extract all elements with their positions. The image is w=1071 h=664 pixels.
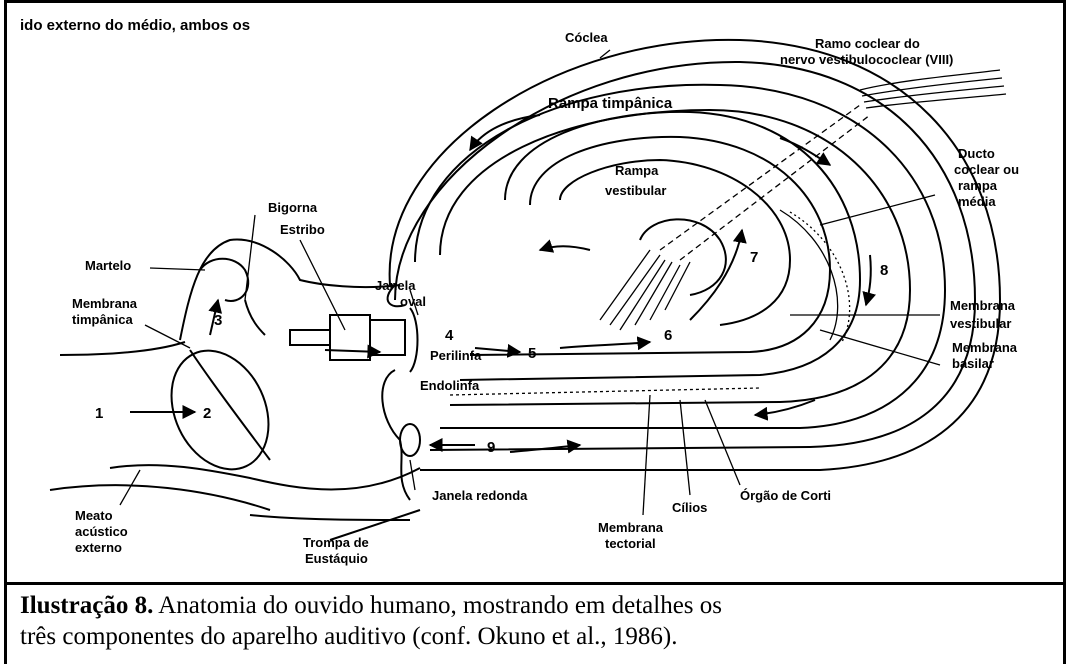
label-membrana-tectorial-2: tectorial <box>605 536 656 551</box>
label-estribo: Estribo <box>280 222 325 237</box>
label-janela-redonda: Janela redonda <box>432 488 528 503</box>
label-membrana-vestibular-1: Membrana <box>950 298 1016 313</box>
label-ducto-3: rampa <box>958 178 998 193</box>
step-number-6: 6 <box>664 327 672 344</box>
label-janela-oval-1: Janela <box>375 278 416 293</box>
cochlea-spiral <box>390 40 1000 470</box>
ear-structures <box>50 240 420 540</box>
label-membrana-tectorial-1: Membrana <box>598 520 664 535</box>
label-ducto-1: Ducto <box>958 146 995 161</box>
label-ducto-4: média <box>958 194 996 209</box>
cut-off-text: ido externo do médio, ambos os <box>20 17 250 34</box>
label-endolinfa: Endolinfa <box>420 378 480 393</box>
step-number-5: 5 <box>528 345 536 362</box>
label-meato-2: acústico <box>75 524 128 539</box>
label-trompa-1: Trompa de <box>303 535 369 550</box>
caption-line-1: Ilustração 8. Anatomia do ouvido humano,… <box>20 590 1055 621</box>
caption-line-1-text: Anatomia do ouvido humano, mostrando em … <box>153 592 722 619</box>
label-ducto-2: coclear ou <box>954 162 1019 177</box>
label-ramo-coclear-2: nervo vestibulococlear (VIII) <box>780 52 953 67</box>
label-membrana-vestibular-2: vestibular <box>950 316 1011 331</box>
step-number-7: 7 <box>750 249 758 266</box>
label-membrana-timpanica-1: Membrana <box>72 296 138 311</box>
step-number-4: 4 <box>445 327 454 344</box>
caption-divider <box>4 582 1066 585</box>
step-number-3: 3 <box>214 312 222 329</box>
step-number-8: 8 <box>880 262 888 279</box>
label-membrana-timpanica-2: timpânica <box>72 312 133 327</box>
label-rampa-timpanica: Rampa timpânica <box>548 95 673 112</box>
label-bigorna: Bigorna <box>268 200 318 215</box>
caption-line-2: três componentes do aparelho auditivo (c… <box>20 621 1055 652</box>
label-martelo: Martelo <box>85 258 131 273</box>
label-membrana-basilar-2: basilar <box>952 356 994 371</box>
label-coclea: Cóclea <box>565 30 608 45</box>
label-cilios: Cílios <box>672 500 707 515</box>
ear-anatomy-diagram: ido externo do médio, ambos os Cóclea Ra… <box>0 0 1071 582</box>
step-number-1: 1 <box>95 405 103 422</box>
label-rampa-vestibular-2: vestibular <box>605 183 666 198</box>
label-perilinfa: Perilinfa <box>430 348 482 363</box>
step-number-9: 9 <box>487 439 495 456</box>
label-rampa-vestibular-1: Rampa <box>615 163 659 178</box>
label-orgao-corti: Órgão de Corti <box>740 488 831 503</box>
label-ramo-coclear-1: Ramo coclear do <box>815 36 920 51</box>
step-number-2: 2 <box>203 405 211 422</box>
figure-caption: Ilustração 8. Anatomia do ouvido humano,… <box>20 590 1055 652</box>
leader-lines <box>120 50 940 515</box>
label-meato-3: externo <box>75 540 122 555</box>
label-trompa-2: Eustáquio <box>305 551 368 566</box>
caption-label: Ilustração 8. <box>20 592 153 619</box>
label-meato-1: Meato <box>75 508 113 523</box>
label-membrana-basilar-1: Membrana <box>952 340 1018 355</box>
label-janela-oval-2: oval <box>400 294 426 309</box>
